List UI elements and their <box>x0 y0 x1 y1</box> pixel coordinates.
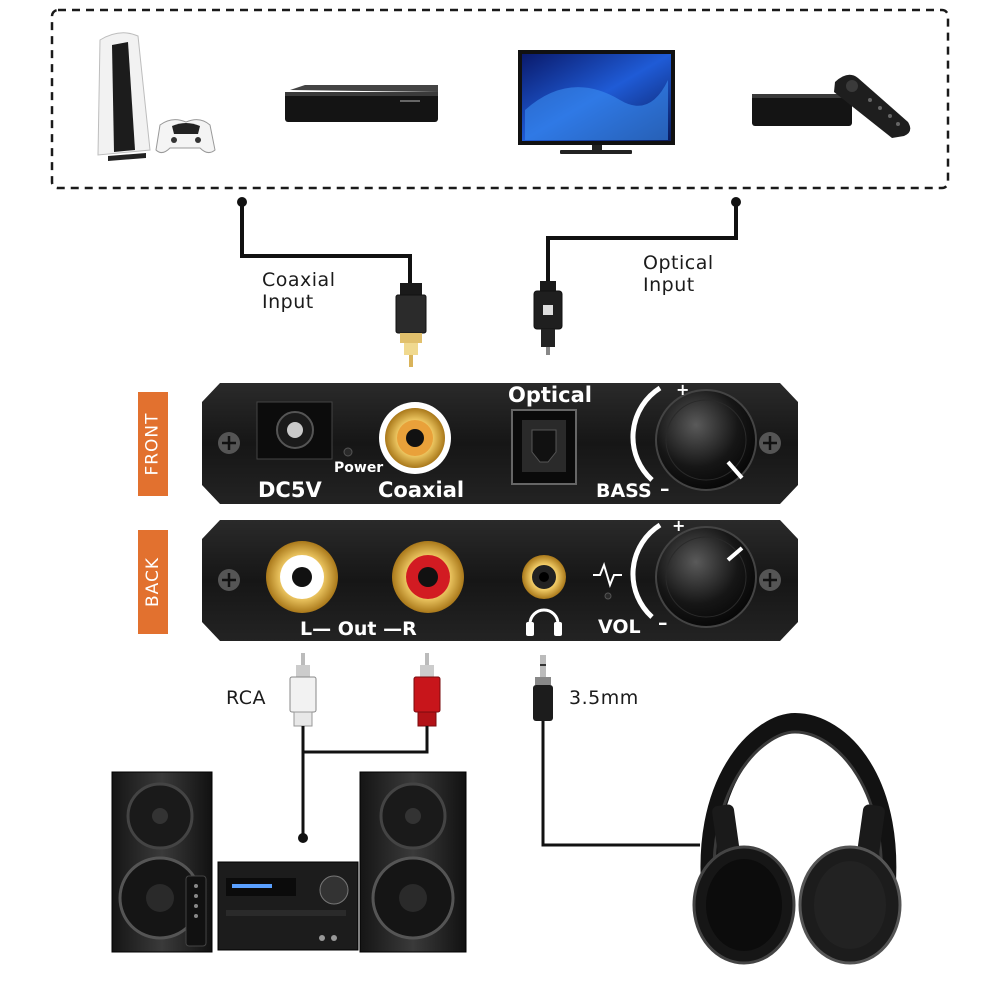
vol-plus: + <box>672 516 686 535</box>
headphone-icon <box>692 712 902 965</box>
rca-label: RCA <box>226 687 267 709</box>
vol-minus: – <box>658 612 668 634</box>
optical-port-label: Optical <box>508 383 592 407</box>
bass-label: BASS <box>596 480 652 502</box>
mini-jack-label: 3.5mm <box>569 687 639 709</box>
tv-icon <box>518 50 675 154</box>
front-tag: FRONT <box>138 392 168 496</box>
power-label: Power <box>334 460 384 476</box>
mini-jack-plug <box>533 655 700 847</box>
optical-cable <box>533 197 741 355</box>
bass-plus: + <box>676 380 690 399</box>
back-panel <box>202 520 798 641</box>
game-console-icon <box>97 32 216 161</box>
streaming-box-icon <box>752 74 911 138</box>
front-panel <box>202 383 798 504</box>
coaxial-input-label: Coaxial Input <box>262 269 336 313</box>
vol-label: VOL <box>598 616 641 638</box>
rca-white-plug <box>289 653 317 727</box>
out-label: L— Out —R <box>300 618 417 640</box>
blu-ray-player-icon <box>285 85 438 122</box>
waveform-icon <box>593 561 622 589</box>
source-devices-frame <box>50 8 950 190</box>
coaxial-cable <box>237 197 427 367</box>
rca-cable <box>301 726 429 838</box>
hifi-system-icon <box>111 771 467 953</box>
coaxial-port-label: Coaxial <box>378 478 465 502</box>
headphone-small-icon <box>526 608 562 636</box>
optical-input-label: Optical Input <box>643 252 714 296</box>
rca-red-plug <box>413 653 441 727</box>
back-tag: BACK <box>138 530 168 634</box>
dc5v-label: DC5V <box>258 478 322 502</box>
bass-minus: – <box>660 478 670 500</box>
